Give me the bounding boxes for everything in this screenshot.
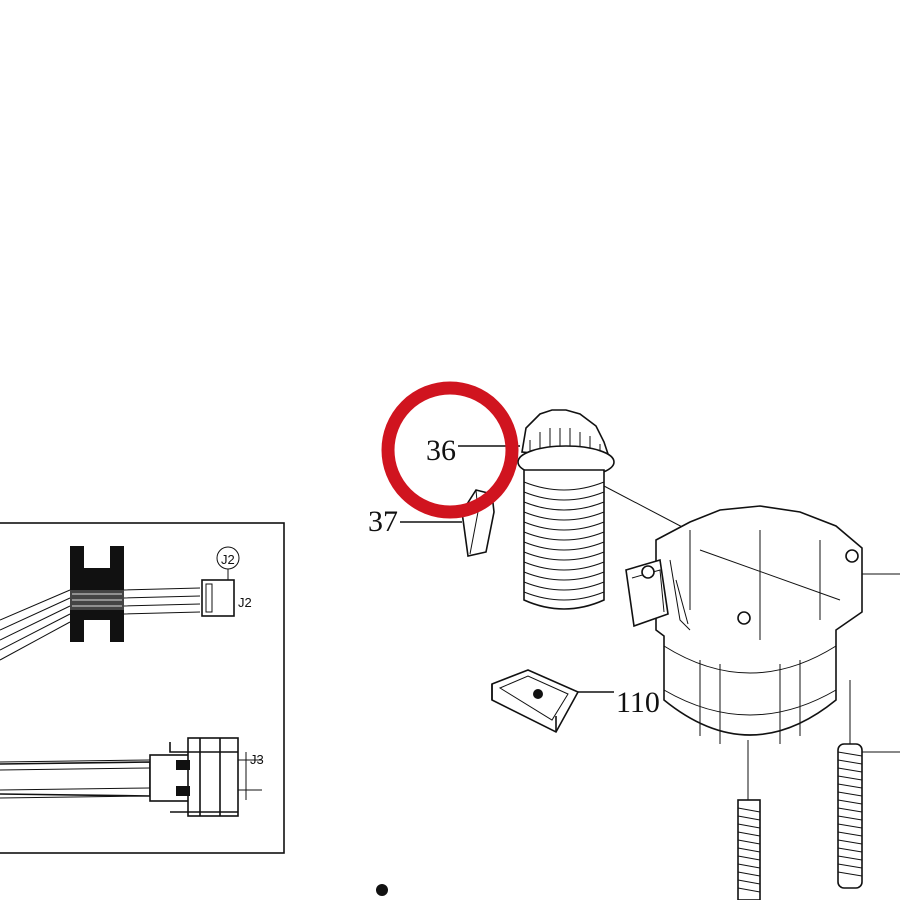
upper-wire-harness: J2 J2 [0,546,252,661]
highlight-circle [381,381,519,519]
lower-connector: J3 [0,737,264,817]
spring-left [737,740,761,900]
filter-ribs [523,481,605,601]
wiring-inset: J2 J2 J3 [0,522,285,854]
callout-110: 110 [616,686,660,719]
pump-module [625,505,900,753]
spring-right [837,680,863,889]
screw-head [376,884,388,896]
callout-37: 37 [368,505,398,538]
part-110-bracket [491,669,614,734]
callout-36: 36 [426,434,456,467]
j2-label: J2 [238,595,252,610]
inset-frame [0,522,285,854]
j2-circle-label: J2 [221,552,235,567]
part-36-filter [458,409,689,610]
j2-plug [201,579,235,617]
j3-label: J3 [250,752,264,767]
